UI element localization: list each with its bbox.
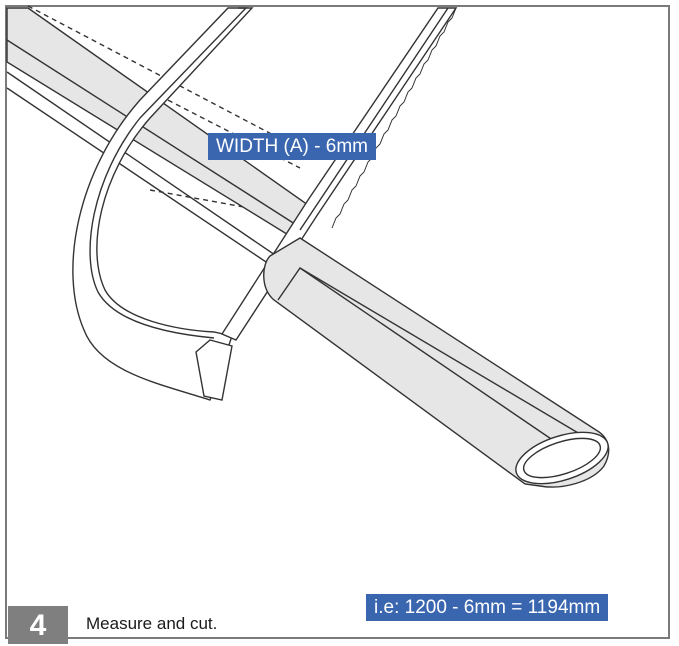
blade-teeth (331, 7, 457, 229)
tube-offcut (6, 7, 320, 269)
hacksaw-handle (195, 339, 233, 401)
step-instruction: Measure and cut. (86, 614, 218, 633)
cut-guide-lines (27, 5, 317, 221)
hacksaw-frame (72, 7, 254, 401)
width-measurement-label: WIDTH (A) - 6mm (208, 133, 376, 160)
cut-length-formula-label: i.e: 1200 - 6mm = 1194mm (366, 594, 609, 621)
tube-main (263, 237, 610, 488)
step-number-badge: 4 (8, 606, 68, 644)
